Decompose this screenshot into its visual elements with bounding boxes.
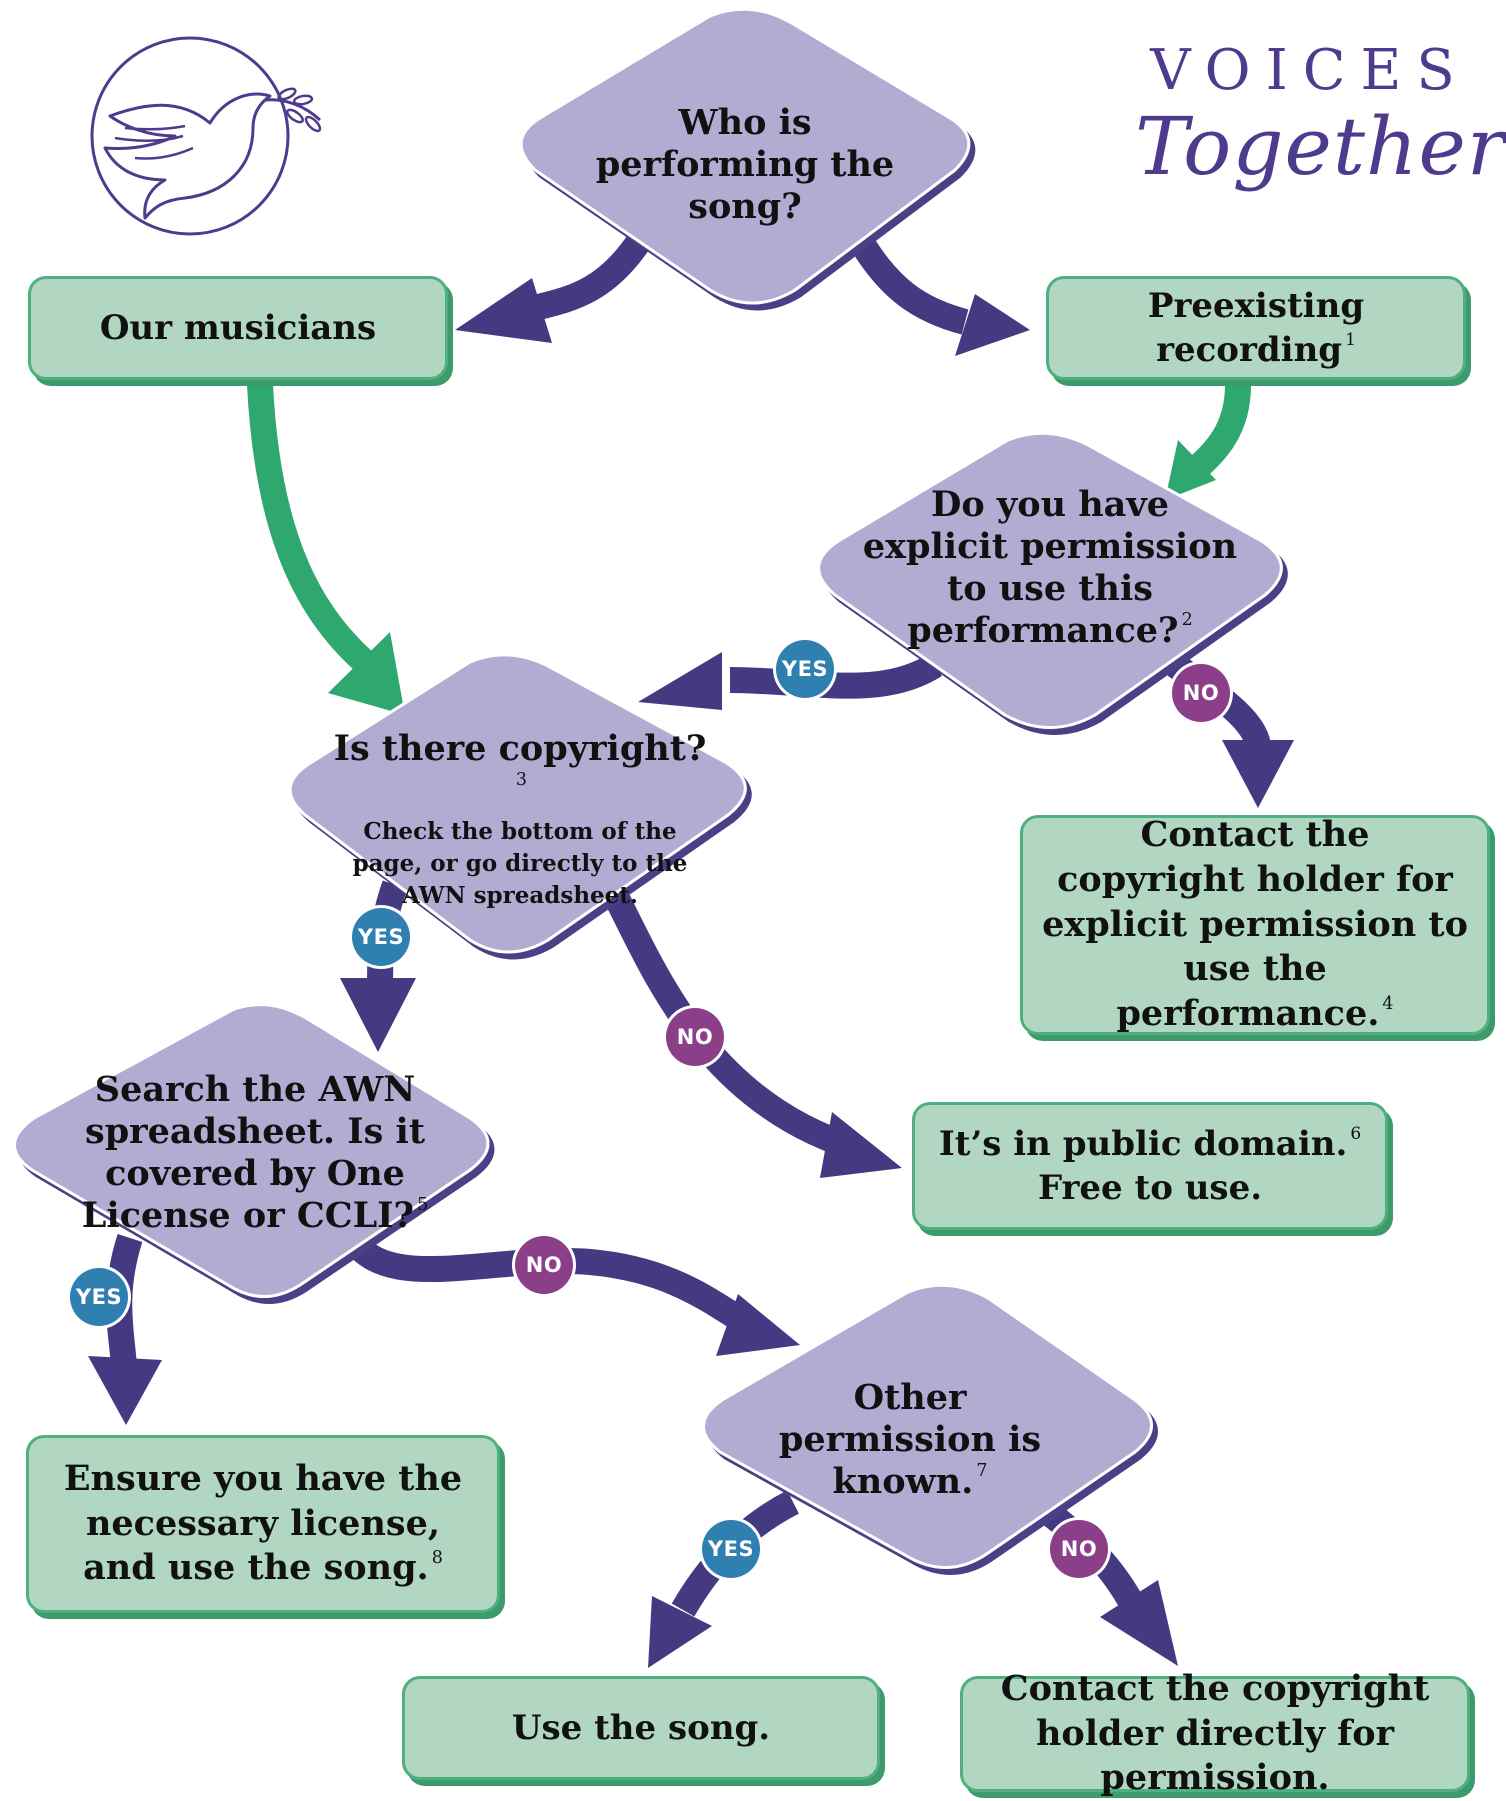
arrowhead-copyright-green [328,632,405,715]
arrowhead-permission-green [1165,440,1216,500]
diamond-copyright [288,653,747,954]
diamond-other [702,1283,1153,1569]
brand-line2: Together [1135,100,1506,193]
brand-line1: VOICES [1150,38,1470,103]
arrow-performer-to-preexisting [848,233,969,335]
footnote-5: 5 [417,1195,429,1216]
arrowhead-preexisting [955,294,1030,356]
ensure-license-box: Ensure you have the necessary license, a… [26,1435,500,1613]
footnote-4: 4 [1382,993,1394,1014]
diamond-permission [817,431,1283,729]
arrowhead-ensure [88,1356,162,1425]
yes-badge-search: YES [70,1268,128,1326]
arrow-musicians-to-copyright [247,384,389,686]
no-badge-search: NO [515,1236,573,1294]
other-permission-question: Other permission is known.7 [778,1377,1042,1502]
dove-logo-icon [90,36,322,236]
performer-question: Who is performing the song? [595,102,895,227]
our-musicians-box: Our musicians [28,276,448,380]
footnote-1: 1 [1345,329,1356,350]
yes-badge-permission: YES [776,640,834,698]
footnote-6: 6 [1350,1123,1362,1144]
permission-question: Do you have explicit permission to use t… [862,484,1238,651]
voices-together-logo: VOICES Together [1135,38,1506,228]
no-badge-copyright: NO [666,1008,724,1066]
arrowhead-musicians [455,278,552,343]
footnote-3: 3 [515,770,528,791]
yes-badge-other: YES [702,1520,760,1578]
arrow-preexisting-to-permission [1186,384,1251,480]
arrow-copyright-to-domain [598,878,859,1161]
arrowhead-contact-direct [1100,1580,1178,1666]
copyright-question: Is there copyright?3 Check the bottom of… [330,728,710,909]
arrowhead-search [340,978,416,1052]
footnote-7: 7 [976,1461,988,1482]
no-badge-permission: NO [1172,664,1230,722]
arrowhead-yes-copyright [638,652,722,710]
contact-explicit-box: Contact the copyright holder for explici… [1020,814,1490,1035]
footnote-2: 2 [1181,610,1193,631]
arrowhead-contact-explicit [1222,740,1294,808]
no-badge-other: NO [1050,1520,1108,1578]
arrowhead-other [716,1294,800,1356]
arrow-search-to-other [350,1238,762,1340]
diamond-search [13,1003,490,1298]
contact-direct-box: Contact the copyright holder directly fo… [960,1668,1470,1798]
copyright-subtext: Check the bottom of the page, or go dire… [352,817,688,910]
diamond-performer [519,7,971,305]
arrow-permission-to-copyright [729,653,942,699]
footnote-8: 8 [431,1547,443,1568]
search-question: Search the AWN spreadsheet. Is it covere… [81,1069,429,1236]
yes-badge-copyright: YES [352,908,410,966]
public-domain-box: It’s in public domain.6 Free to use. [912,1102,1388,1230]
arrowhead-use [648,1596,712,1668]
arrowhead-domain [820,1112,902,1178]
use-song-box: Use the song. [402,1676,880,1780]
